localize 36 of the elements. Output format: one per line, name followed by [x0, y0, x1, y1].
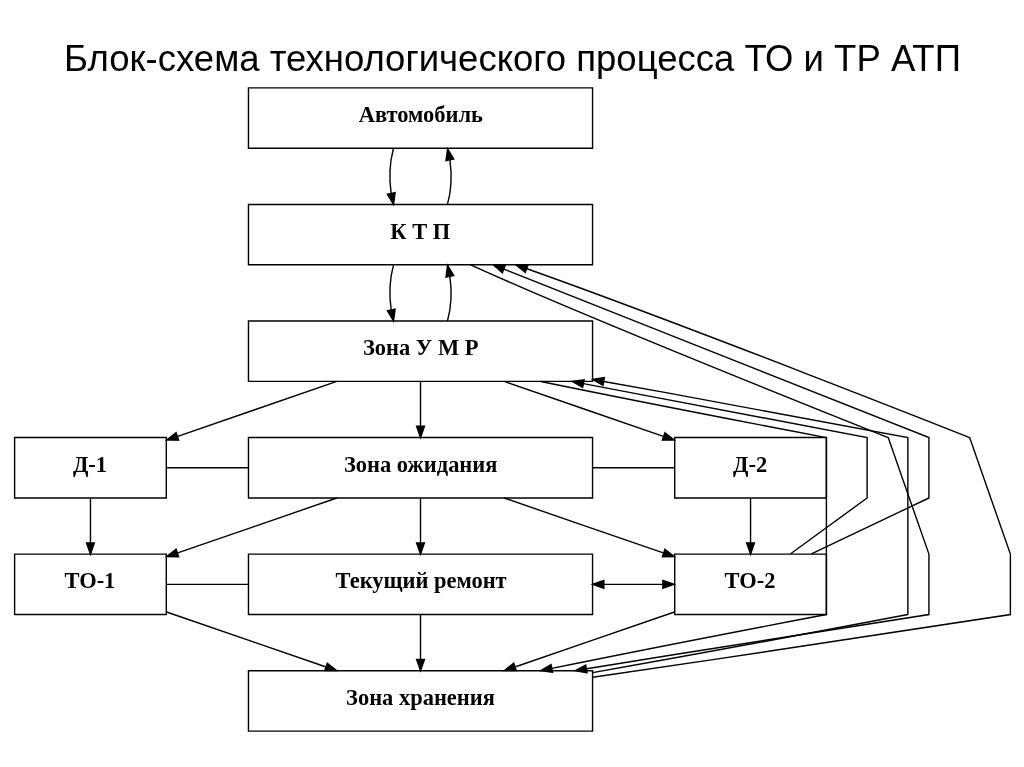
- arrow: [165, 611, 339, 672]
- arrow: [503, 497, 676, 558]
- node-box: Зона ожидания: [247, 436, 593, 499]
- arrow: [415, 614, 425, 673]
- arrow: [415, 381, 425, 440]
- node-box: Зона хранения: [247, 670, 593, 732]
- node-box: Зона У М Р: [247, 320, 593, 383]
- diagram-title: Блок-схема технологического процесса ТО и ТР АТП: [63, 37, 961, 79]
- connector: [591, 467, 675, 469]
- arrow: [469, 264, 930, 674]
- arrow: [444, 146, 455, 206]
- node-box: Автомобиль: [247, 87, 593, 149]
- node-box: ТО-2: [673, 553, 827, 616]
- arrow: [164, 497, 337, 558]
- node-box: ТО-1: [13, 553, 167, 616]
- arrow: [590, 376, 909, 674]
- arrow: [501, 611, 675, 672]
- arrow: [503, 380, 676, 441]
- arrow: [513, 264, 1011, 678]
- arrow: [590, 579, 676, 590]
- arrow: [415, 497, 425, 557]
- arrow: [538, 380, 827, 674]
- arrow: [164, 380, 337, 441]
- node-box: Д-2: [673, 436, 827, 499]
- connector: [165, 467, 249, 469]
- node-box: К Т П: [247, 203, 593, 266]
- node-box: Д-1: [13, 436, 167, 499]
- node-box: Текущий ремонт: [247, 553, 593, 616]
- arrow: [385, 148, 396, 207]
- arrow: [490, 264, 930, 555]
- arrow: [444, 263, 455, 322]
- arrow: [569, 378, 868, 555]
- arrow: [85, 497, 95, 557]
- connector: [165, 583, 249, 586]
- arrow: [745, 497, 755, 557]
- arrow: [385, 264, 396, 324]
